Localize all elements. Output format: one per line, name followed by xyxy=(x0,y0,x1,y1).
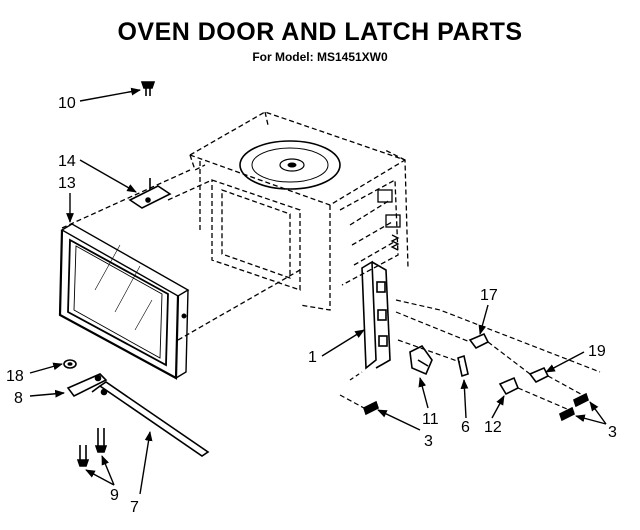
lower-hinge xyxy=(66,373,108,398)
oven-cavity xyxy=(61,111,409,341)
latch-lever-6 xyxy=(457,354,469,378)
top-hinge xyxy=(128,178,172,209)
washer-18 xyxy=(63,359,77,369)
turntable xyxy=(239,140,341,190)
callout-10: 10 xyxy=(58,95,76,112)
callout-18: 18 xyxy=(6,368,24,385)
callout-13: 13 xyxy=(58,175,76,192)
callout-19: 19 xyxy=(588,343,606,360)
screw-3-left xyxy=(363,400,379,416)
screw-10 xyxy=(140,81,156,96)
bracket-12 xyxy=(498,376,520,396)
latch-switch-11 xyxy=(409,344,433,376)
callout-1: 1 xyxy=(308,349,317,366)
callout-8: 8 xyxy=(14,390,23,407)
callout-3-left: 3 xyxy=(424,433,433,450)
bracket-19 xyxy=(528,366,550,384)
callout-17: 17 xyxy=(480,287,498,304)
callout-14: 14 xyxy=(58,153,76,170)
leader-lines xyxy=(29,87,607,495)
screws-9 xyxy=(76,428,108,467)
cavity-latch-switches xyxy=(377,189,401,251)
callout-7: 7 xyxy=(130,499,139,516)
callout-6: 6 xyxy=(461,419,470,436)
assembly-dashed-lines xyxy=(339,299,601,413)
callout-11: 11 xyxy=(422,411,439,428)
bracket-17 xyxy=(468,332,490,350)
latch-bracket xyxy=(349,260,391,381)
oven-door xyxy=(58,223,190,380)
door-arm-bar xyxy=(91,381,210,457)
page-title: OVEN DOOR AND LATCH PARTS xyxy=(117,18,523,46)
screws-3-right xyxy=(559,392,589,422)
callout-9: 9 xyxy=(110,487,119,504)
callout-12: 12 xyxy=(484,419,502,436)
callout-3-right: 3 xyxy=(608,424,617,441)
model-subtitle: For Model: MS1451XW0 xyxy=(252,50,388,64)
